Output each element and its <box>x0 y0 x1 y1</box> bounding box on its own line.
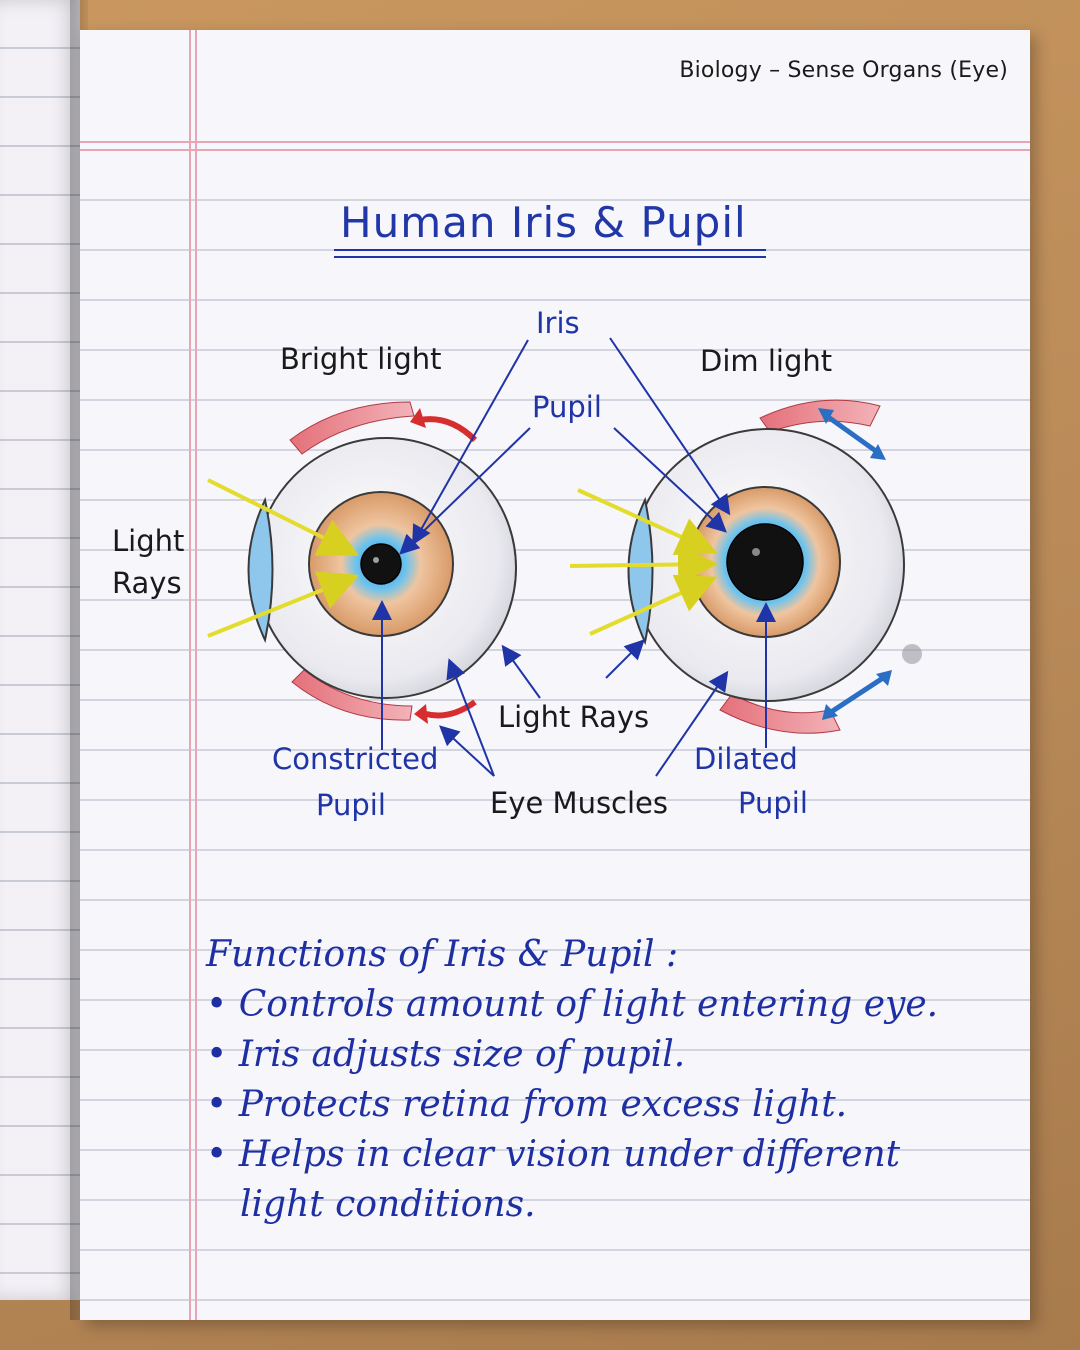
label-dim-light: Dim light <box>700 344 833 378</box>
functions-item-continuation: light conditions. <box>240 1184 536 1225</box>
label-light-rays-left-1: Light <box>112 524 185 558</box>
page-title: Human Iris & Pupil <box>340 198 747 247</box>
label-constricted-pupil-1: Constricted <box>272 742 439 776</box>
page-header: Biology – Sense Organs (Eye) <box>679 58 1008 83</box>
label-pupil: Pupil <box>532 390 602 424</box>
right-light-rays <box>569 488 718 636</box>
left-notebook-page <box>0 0 80 1300</box>
functions-heading: Functions of Iris & Pupil : <box>206 934 679 975</box>
functions-item: • Iris adjusts size of pupil. <box>206 1034 686 1075</box>
label-light-rays-center: Light Rays <box>498 700 650 734</box>
functions-section: Functions of Iris & Pupil : • Controls a… <box>206 930 938 1230</box>
right-bottom-muscle <box>719 693 841 734</box>
left-top-muscle <box>289 401 415 455</box>
left-light-rays <box>207 478 360 638</box>
right-eye <box>627 399 905 734</box>
title-underline <box>334 249 766 258</box>
label-pointer-arrows <box>372 337 776 777</box>
functions-item: • Helps in clear vision under different <box>206 1134 901 1175</box>
right-top-muscle <box>759 399 881 433</box>
label-bright-light: Bright light <box>280 342 442 376</box>
ink-smudge <box>902 644 922 664</box>
functions-item: • Controls amount of light entering eye. <box>206 984 939 1025</box>
label-light-rays-left-2: Rays <box>112 566 182 600</box>
notebook-page: Biology – Sense Organs (Eye) Human Iris … <box>80 30 1030 1320</box>
label-dilated-pupil-1: Dilated <box>694 742 798 776</box>
eye-diagram <box>207 337 922 777</box>
right-top-blue-arrow <box>822 411 882 457</box>
label-iris: Iris <box>536 306 580 340</box>
label-eye-muscles: Eye Muscles <box>490 786 669 820</box>
label-constricted-pupil-2: Pupil <box>316 788 386 822</box>
functions-item: • Protects retina from excess light. <box>206 1084 848 1125</box>
right-bottom-blue-arrow <box>826 673 888 717</box>
label-dilated-pupil-2: Pupil <box>738 786 808 820</box>
left-bottom-red-arrow <box>425 699 477 719</box>
left-top-red-arrow <box>419 416 478 443</box>
